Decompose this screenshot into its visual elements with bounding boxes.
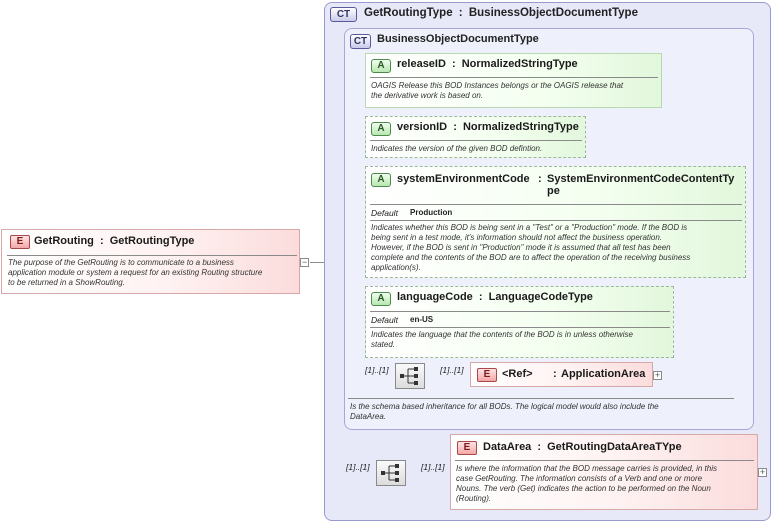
complex-type-title: GetRoutingType : BusinessObjectDocumentT… <box>364 7 638 19</box>
collapse-toggle[interactable]: − <box>300 257 309 267</box>
complex-type-base: BusinessObjectDocumentType <box>468 7 638 19</box>
sequence-glyph <box>400 367 418 385</box>
cardinality-label: [1]..[1] <box>346 462 370 472</box>
divider <box>370 204 742 205</box>
attribute-title: languageCode : LanguageCodeType <box>397 291 593 303</box>
attribute-icon: A <box>371 122 391 136</box>
connector-root-to-type <box>310 262 324 263</box>
divider <box>370 311 670 312</box>
element-ref: <Ref> <box>502 368 533 380</box>
element-icon: E <box>457 441 477 455</box>
attribute-documentation: OAGIS Release this BOD Instances belongs… <box>371 81 624 100</box>
divider <box>370 140 582 141</box>
divider <box>348 398 734 399</box>
getrouting-element-box[interactable]: E GetRouting : GetRoutingType The purpos… <box>1 229 300 294</box>
sequence-icon[interactable] <box>395 363 425 389</box>
name-separator: : <box>538 173 542 185</box>
attribute-title: versionID : NormalizedStringType <box>397 121 579 133</box>
attribute-documentation: Indicates the language that the contents… <box>371 330 633 349</box>
divider <box>455 460 754 461</box>
element-name: GetRouting <box>34 235 94 247</box>
cardinality-label: [1]..[1] <box>440 365 464 375</box>
cardinality-label: [1]..[1] <box>365 365 389 375</box>
attribute-name: systemEnvironmentCode <box>397 173 530 185</box>
element-name: ApplicationArea <box>561 368 646 380</box>
expand-toggle[interactable]: + <box>653 370 662 380</box>
attribute-type: SystemEnvironmentCodeContentTy pe <box>547 173 735 197</box>
attribute-releaseid[interactable]: A releaseID : NormalizedStringType OAGIS… <box>365 53 662 108</box>
complex-type-extension-icon: CT <box>330 7 357 22</box>
complex-type-icon: CT <box>350 34 371 49</box>
element-title: DataArea : GetRoutingDataAreaTYpe <box>483 441 682 453</box>
attribute-icon: A <box>371 173 391 187</box>
name-separator: : <box>99 235 104 247</box>
attribute-icon: A <box>371 292 391 306</box>
element-type: GetRoutingType <box>109 235 195 247</box>
name-separator: : <box>553 368 557 380</box>
complex-type-documentation: Is the schema based inheritance for all … <box>350 402 659 421</box>
divider <box>370 327 670 328</box>
default-label: Default <box>371 208 398 218</box>
sequence-icon[interactable] <box>376 460 406 486</box>
element-icon: E <box>477 368 497 382</box>
attribute-documentation: Indicates whether this BOD is being sent… <box>371 223 691 272</box>
expand-toggle[interactable]: + <box>758 467 767 477</box>
divider <box>7 255 297 256</box>
attribute-title: releaseID : NormalizedStringType <box>397 58 578 70</box>
cardinality-label: [1]..[1] <box>421 462 445 472</box>
complex-type-title: BusinessObjectDocumentType <box>377 33 539 45</box>
name-separator: : <box>458 7 463 19</box>
sequence-glyph <box>381 464 399 482</box>
element-title: GetRouting : GetRoutingType <box>34 235 194 247</box>
default-label: Default <box>371 315 398 325</box>
attribute-documentation: Indicates the version of the given BOD d… <box>371 144 543 153</box>
divider <box>370 220 742 221</box>
attribute-versionid[interactable]: A versionID : NormalizedStringType Indic… <box>365 116 586 158</box>
complex-type-name: GetRoutingType <box>364 7 453 19</box>
applicationarea-element[interactable]: E <Ref> : ApplicationArea <box>470 362 653 387</box>
attribute-languagecode[interactable]: A languageCode : LanguageCodeType Defaul… <box>365 286 674 358</box>
element-documentation: The purpose of the GetRouting is to comm… <box>8 258 263 287</box>
element-icon: E <box>10 235 30 249</box>
element-documentation: Is where the information that the BOD me… <box>456 464 718 503</box>
default-value: en-US <box>410 315 434 324</box>
dataarea-element[interactable]: E DataArea : GetRoutingDataAreaTYpe Is w… <box>450 434 758 510</box>
divider <box>370 77 658 78</box>
attribute-systemenvironmentcode[interactable]: A systemEnvironmentCode : SystemEnvironm… <box>365 166 746 278</box>
default-value: Production <box>410 208 453 217</box>
attribute-icon: A <box>371 59 391 73</box>
